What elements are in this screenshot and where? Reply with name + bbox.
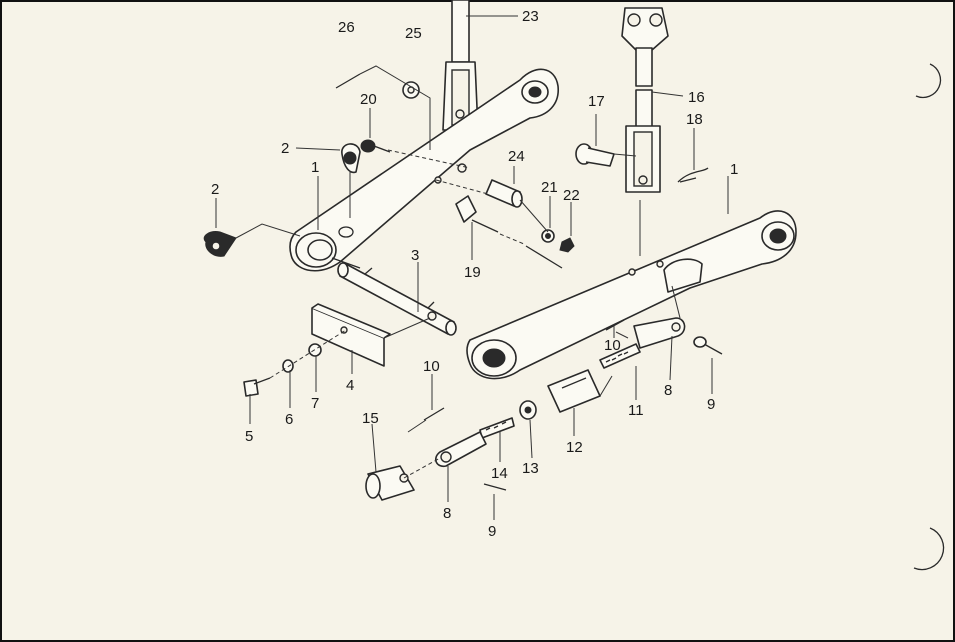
callout-4: 4 bbox=[346, 377, 354, 394]
threaded-rod-14 bbox=[479, 417, 515, 439]
threaded-rod-11 bbox=[599, 343, 641, 369]
callout-leaders bbox=[215, 15, 729, 520]
callout-9-right: 9 bbox=[707, 396, 715, 413]
callout-23: 23 bbox=[522, 8, 539, 25]
callout-8-right: 8 bbox=[664, 382, 672, 399]
binder-hole-mark-bottom bbox=[913, 527, 945, 571]
callout-9-left: 9 bbox=[488, 523, 496, 540]
callout-14: 14 bbox=[491, 465, 508, 482]
callout-21: 21 bbox=[541, 179, 558, 196]
turnbuckle-body-12 bbox=[547, 369, 601, 413]
clevis-8-left bbox=[434, 431, 487, 468]
bolt-9-right bbox=[703, 343, 723, 355]
callout-5: 5 bbox=[245, 428, 253, 445]
pin-17 bbox=[575, 143, 615, 167]
washer-6 bbox=[282, 359, 294, 373]
cotter-pin-10-left bbox=[423, 407, 445, 421]
callout-15: 15 bbox=[362, 410, 379, 427]
callout-2-upper: 2 bbox=[281, 140, 289, 157]
callout-1-right: 1 bbox=[730, 161, 738, 178]
check-chain-19 bbox=[455, 195, 563, 269]
callout-13: 13 bbox=[522, 460, 539, 477]
callout-11: 11 bbox=[628, 402, 644, 419]
nut-22 bbox=[559, 237, 575, 253]
pin-2-left bbox=[203, 231, 237, 257]
callout-numbers: 26 25 23 20 2 2 1 24 21 22 17 16 18 1 19… bbox=[211, 8, 738, 540]
bolt-5 bbox=[243, 377, 271, 397]
top-link-23 bbox=[442, 0, 479, 131]
callout-26: 26 bbox=[338, 19, 355, 36]
lift-rod-16 bbox=[621, 7, 669, 193]
callout-7: 7 bbox=[311, 395, 319, 412]
bolt-20 bbox=[360, 139, 391, 153]
callout-17: 17 bbox=[588, 93, 605, 110]
cotter-pin-26 bbox=[335, 73, 361, 89]
sleeve-15 bbox=[365, 465, 415, 501]
lower-link-arm-1-right bbox=[466, 210, 797, 380]
callout-1-left: 1 bbox=[311, 159, 319, 176]
binder-hole-mark-top bbox=[915, 63, 942, 99]
callout-24: 24 bbox=[508, 148, 525, 165]
callout-16: 16 bbox=[688, 89, 705, 106]
callout-19: 19 bbox=[464, 264, 481, 281]
callout-2-left: 2 bbox=[211, 181, 219, 198]
callout-10-right: 10 bbox=[604, 337, 621, 354]
pin-2-upper bbox=[341, 143, 361, 174]
pin-24 bbox=[485, 179, 523, 208]
callout-25: 25 bbox=[405, 25, 422, 42]
callout-18: 18 bbox=[686, 111, 703, 128]
callout-20: 20 bbox=[360, 91, 377, 108]
callout-22: 22 bbox=[563, 187, 580, 204]
cotter-pin-10-right bbox=[605, 319, 625, 331]
callout-8-left: 8 bbox=[443, 505, 451, 522]
callout-3: 3 bbox=[411, 247, 419, 264]
clip-18 bbox=[677, 167, 709, 183]
callout-12: 12 bbox=[566, 439, 583, 456]
bracket-4 bbox=[311, 303, 391, 367]
clevis-8-right bbox=[633, 317, 686, 349]
callout-6: 6 bbox=[285, 411, 293, 428]
callout-10-left: 10 bbox=[423, 358, 440, 375]
lower-link-arm-1-left bbox=[289, 68, 559, 272]
bolt-9-left bbox=[483, 483, 507, 491]
assembly-guide-lines bbox=[235, 65, 681, 479]
